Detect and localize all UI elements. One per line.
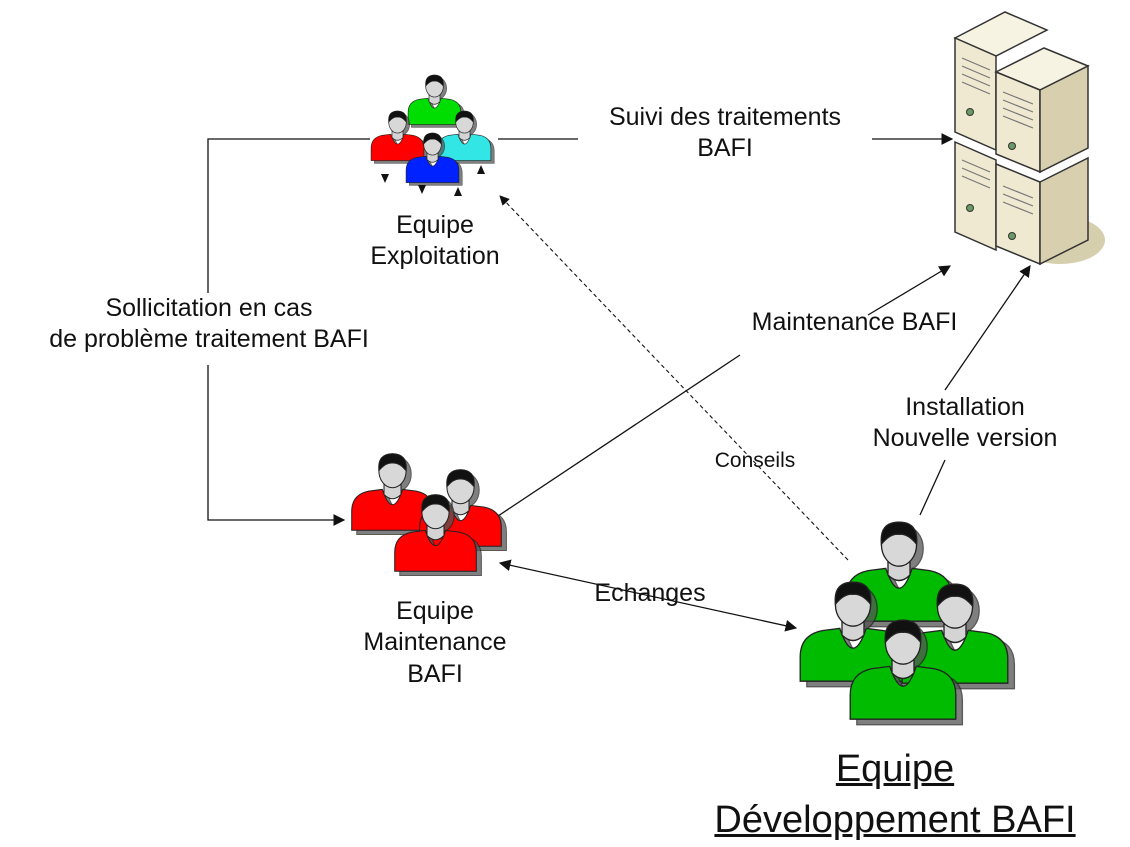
team-maintenance-line2: Maintenance [363,628,507,657]
edge-conseils-label: Conseils [714,449,796,472]
team-maintenance-line3: BAFI [407,659,463,688]
edge-installation-arrow [944,265,1031,391]
edge-sollicitation-line2: de problème traitement BAFI [49,325,369,354]
edge-sollicitation-line1: Sollicitation en cas [105,294,313,322]
edge-installation-line1: Installation [905,393,1025,421]
edge-installation-label: Installation Nouvelle version [840,392,1090,455]
team-exploitation-label: Equipe Exploitation [330,210,540,273]
edge-maintenance-arrow [867,265,952,316]
team-developpement-icon [799,521,1016,726]
team-exploitation-line1: Equipe [396,211,474,239]
team-exploitation-line2: Exploitation [370,242,500,271]
edge-echanges-label: Echanges [594,579,706,607]
edge-installation-line2: Nouvelle version [872,424,1058,453]
team-developpement-line1: Equipe [835,748,955,790]
team-developpement-line2: Développement BAFI [714,799,1076,842]
edge-conseils-arrow [499,195,849,561]
edge-suivi-line2: BAFI [697,134,753,163]
server-icon [953,11,1105,266]
edge-suivi-line1: Suivi des traitements [608,103,842,131]
edge-installation-line [919,459,946,516]
edge-maintenance-label: Maintenance BAFI [751,308,958,336]
team-maintenance-label: Equipe Maintenance BAFI [320,596,550,690]
edge-maintenance-line [491,354,741,521]
edge-sollicitation-arrow [207,365,346,526]
edge-sollicitation-label: Sollicitation en cas de problème traitem… [0,293,418,356]
team-maintenance-icon [351,453,507,576]
edge-sollicitation-line [207,138,370,293]
edge-echanges-arrow [498,559,798,632]
team-developpement-label: Equipe Développement BAFI [660,744,1130,847]
team-maintenance-line1: Equipe [396,597,474,625]
team-exploitation-icon [370,74,495,196]
edge-suivi-label: Suivi des traitements BAFI [565,102,885,165]
